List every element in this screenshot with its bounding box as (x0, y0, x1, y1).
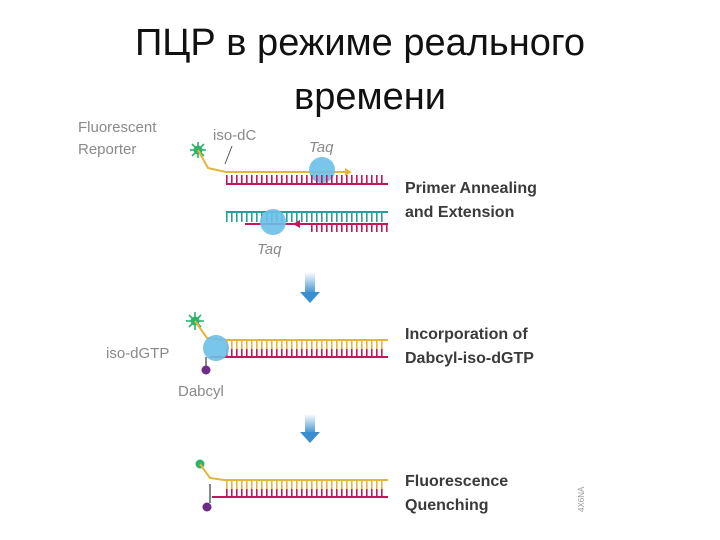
step1-line2: and Extension (405, 204, 514, 221)
label-iso-dgtp: iso-dGTP (106, 345, 169, 362)
primer-tail-3 (199, 463, 225, 481)
step1-line1: Primer Annealing (405, 180, 537, 197)
extension-arrow-bottom-icon (293, 220, 300, 228)
label-fluorescent: Fluorescent (78, 119, 157, 136)
template-ticks-top (226, 175, 386, 184)
label-dabcyl: Dabcyl (178, 383, 224, 400)
label-taq-top: Taq (309, 139, 334, 156)
step3-line2: Quenching (405, 497, 489, 514)
dabcyl-quencher-icon-3 (202, 502, 212, 512)
extended-ticks-2 (224, 341, 386, 349)
template-ticks-2 (224, 349, 386, 357)
step3-line1: Fluorescence (405, 473, 508, 490)
label-reporter: Reporter (78, 141, 136, 158)
title-line-2: времени (294, 76, 446, 118)
label-taq-bottom: Taq (257, 241, 282, 258)
extension-arrow-icon (345, 168, 352, 176)
down-arrow-icon-2 (300, 414, 320, 443)
taq-polymerase-bottom (260, 209, 286, 235)
step2-line1: Incorporation of (405, 326, 528, 343)
template-ticks-3 (224, 489, 386, 497)
step2-line2: Dabcyl-iso-dGTP (405, 350, 534, 367)
iso-dc-pointer (224, 145, 233, 165)
complementary-ticks (226, 213, 386, 222)
primer-ticks-bottom (310, 224, 388, 232)
figure-code: 4X6NA (577, 486, 586, 512)
down-arrow-icon-1 (300, 272, 320, 303)
taq-polymerase-2 (203, 335, 229, 361)
dabcyl-quencher-icon (201, 365, 211, 375)
primer-tail (197, 149, 227, 173)
label-iso-dc: iso-dC (213, 127, 257, 144)
title-line-1: ПЦР в режиме реального (134, 22, 586, 64)
extended-ticks-3 (224, 481, 386, 489)
